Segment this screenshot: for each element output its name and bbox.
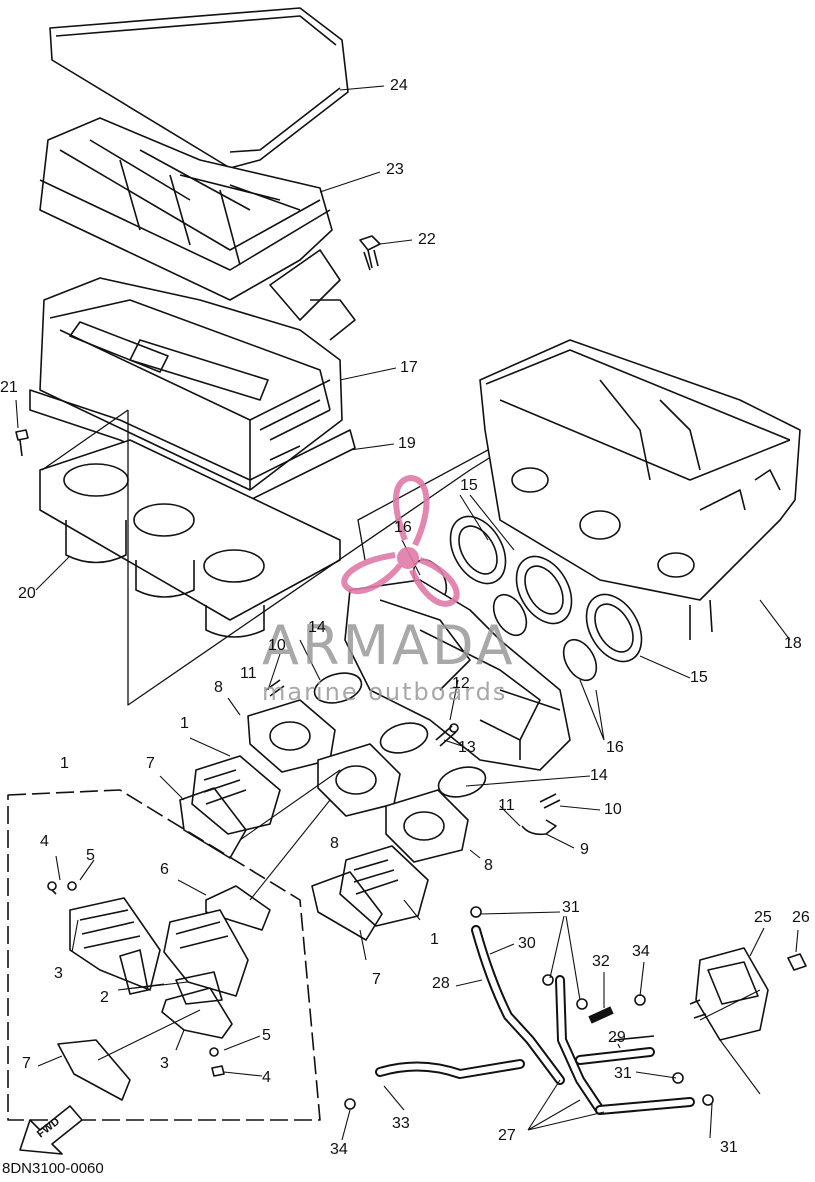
callout-5-lower: 5 [262, 1027, 271, 1044]
watermark-brand: ARMADA [262, 614, 516, 677]
callout-1-upper: 1 [180, 715, 189, 732]
callout-17: 17 [400, 359, 418, 376]
watermark-tagline: marine outboards [262, 678, 508, 706]
part-15-rubber-joints [449, 515, 643, 663]
callout-8-upper: 8 [214, 679, 223, 696]
callout-31-middle: 31 [614, 1065, 632, 1082]
callout-22: 22 [418, 231, 436, 248]
callout-6: 6 [160, 861, 169, 878]
callout-26: 26 [792, 909, 810, 926]
watermark-propeller-icon [341, 474, 460, 607]
callout-3-upper: 3 [54, 965, 63, 982]
callout-11-lower: 11 [498, 797, 515, 814]
assembly-1-box [7, 789, 321, 1121]
callout-18: 18 [784, 635, 802, 652]
callout-1-lower: 1 [430, 931, 439, 948]
part-7-gaskets [57, 787, 383, 1101]
drawing-code: 8DN3100-0060 [2, 1160, 104, 1177]
part-19-gasket [29, 389, 356, 501]
callout-31-bottom: 31 [720, 1139, 738, 1156]
part-22-bolt [359, 235, 381, 271]
callout-31-top: 31 [562, 899, 580, 916]
part-3-reed-blocks [69, 897, 249, 1039]
part-25-fuel-pump [689, 947, 769, 1041]
part-17-filter-case [39, 277, 343, 491]
part-21-screw [15, 429, 29, 457]
callout-16-upper: 16 [394, 519, 412, 536]
callout-4-lower: 4 [262, 1069, 271, 1086]
callout-32: 32 [592, 953, 610, 970]
callout-13: 13 [458, 739, 476, 756]
callout-15-upper: 15 [460, 477, 478, 494]
callout-4-upper: 4 [40, 833, 49, 850]
callout-11-upper: 11 [240, 665, 257, 682]
callout-29: 29 [608, 1029, 626, 1046]
callout-34-right: 34 [632, 943, 650, 960]
fuel-lines [375, 925, 695, 1115]
part-31-34-clips [344, 906, 714, 1110]
callout-10-lower: 10 [604, 801, 622, 818]
callout-5-upper: 5 [86, 847, 95, 864]
part-18-intake-housing [479, 339, 801, 640]
part-26-cap [787, 953, 807, 971]
callout-19: 19 [398, 435, 416, 452]
callout-7-lower: 7 [22, 1055, 31, 1072]
callout-7-middle: 7 [372, 971, 381, 988]
callout-14-upper: 14 [308, 619, 326, 636]
callout-14-lower: 14 [590, 767, 608, 784]
callout-25: 25 [754, 909, 772, 926]
callout-8-middle: 8 [330, 835, 339, 852]
part-6-stopper [205, 885, 271, 931]
callout-8-lower: 8 [484, 857, 493, 874]
callout-21: 21 [0, 379, 18, 396]
callout-16-lower: 16 [606, 739, 624, 756]
callout-2: 2 [100, 989, 109, 1006]
part-12-13-screws [435, 723, 459, 747]
callout-30: 30 [518, 935, 536, 952]
part-24-cover [49, 7, 349, 169]
callout-23: 23 [386, 161, 404, 178]
part-1-reed-valves [191, 755, 429, 927]
callout-leaders [15, 85, 799, 1141]
carburettor-bodies [344, 579, 571, 771]
part-8-reed-housings [247, 699, 469, 863]
callout-28: 28 [432, 975, 450, 992]
callout-10-upper: 10 [268, 637, 286, 654]
callout-9: 9 [580, 841, 589, 858]
callout-7-upper: 7 [146, 755, 155, 772]
part-23-frame [39, 117, 356, 341]
callout-20: 20 [18, 585, 36, 602]
part-4-5-screws-washers [47, 881, 225, 1077]
part-14-clamps-front [313, 672, 487, 798]
callout-27: 27 [498, 1127, 516, 1144]
callout-3-lower: 3 [160, 1055, 169, 1072]
callout-33: 33 [392, 1115, 410, 1132]
callout-12: 12 [452, 675, 470, 692]
fwd-arrow-icon [19, 1105, 83, 1155]
callout-34-left: 34 [330, 1141, 348, 1158]
part-20-base-plate [39, 439, 341, 638]
callout-15-lower: 15 [690, 669, 708, 686]
part-2-reeds [119, 949, 223, 1005]
callout-24: 24 [390, 77, 408, 94]
callout-1-assembly: 1 [60, 755, 69, 772]
